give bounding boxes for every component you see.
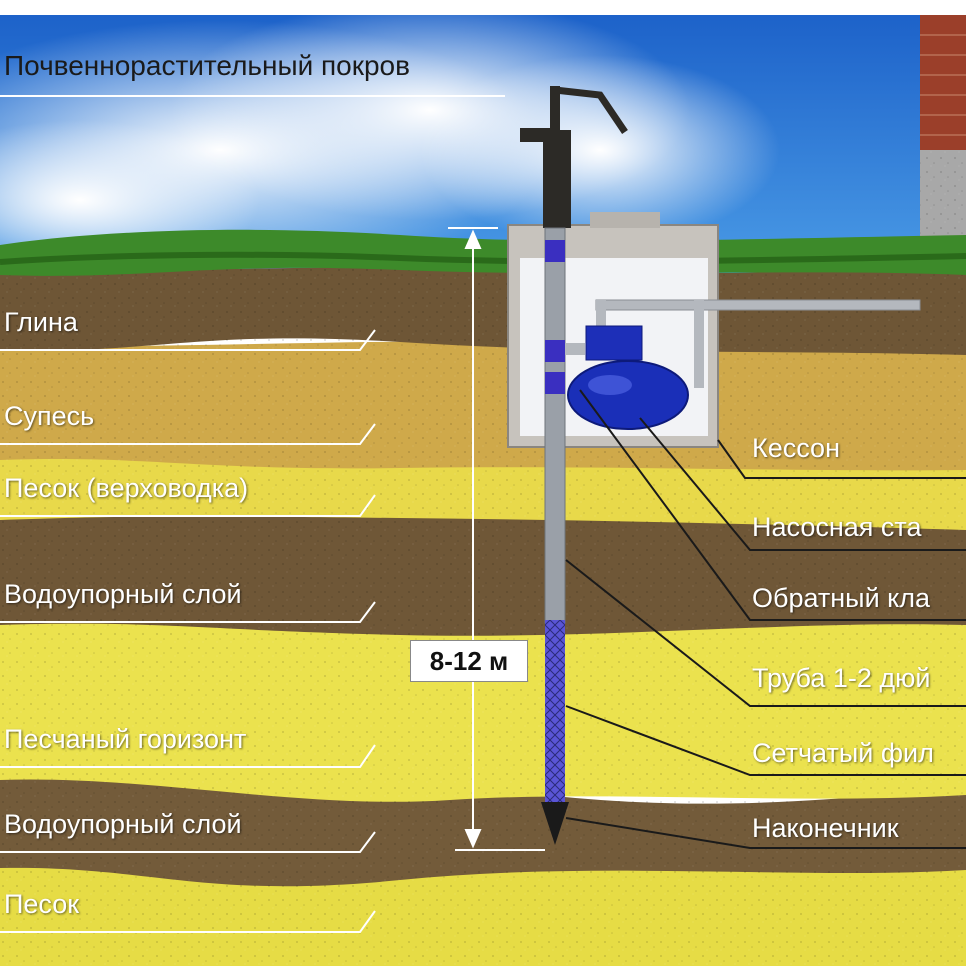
right-leaders: [565, 389, 966, 849]
label-mesh-filter: Сетчатый фил: [752, 738, 934, 768]
label-sandy-loam: Супесь: [4, 401, 95, 431]
grass: [0, 229, 966, 276]
left-leaders: [0, 95, 505, 933]
label-perched-sand: Песок (верховодка): [4, 473, 249, 503]
label-soil-cover: Почвенно­растительный покров: [4, 50, 410, 81]
label-caisson: Кессон: [752, 433, 840, 463]
label-aquiclude-1: Водоупорный слой: [4, 579, 242, 609]
label-aquiclude-2: Водоупорный слой: [4, 809, 242, 839]
depth-label: 8-12 м: [410, 640, 528, 682]
label-pipe: Труба 1-2 дюй: [752, 663, 931, 693]
label-sand-horizon: Песчаный горизонт: [4, 724, 247, 754]
label-tip: Наконечник: [752, 813, 899, 843]
hand-pump: [520, 86, 628, 228]
supply-pipe: [595, 299, 921, 311]
label-clay: Глина: [4, 307, 78, 337]
well-tip: [541, 802, 569, 845]
label-sand: Песок: [4, 889, 80, 919]
depth-dimension: [448, 227, 545, 851]
label-pump-station: Насосная ста: [752, 512, 922, 542]
well-pipe: [544, 227, 566, 624]
pump-station: [567, 325, 689, 430]
label-check-valve: Обратный кла: [752, 583, 931, 613]
